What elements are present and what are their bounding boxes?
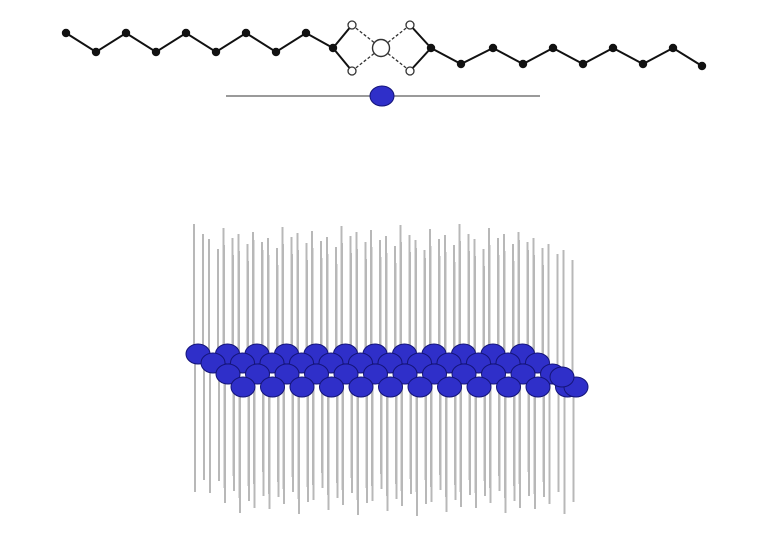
chain-atom-left-0 [61,28,71,38]
headgroup-atom [407,376,433,398]
oxygen-atom-1 [347,66,357,76]
headgroup-atom [245,363,270,385]
chain-atom-right-1 [456,59,466,69]
headgroup-atom [481,363,506,385]
chain-atom-left-7 [271,47,281,57]
headgroup-atom [378,376,403,398]
headgroup-atom [348,376,374,398]
headgroup-atom [392,363,418,385]
headgroup-atom [549,366,575,388]
chain-atom-right-3 [518,59,528,69]
headgroup-atom [274,363,300,385]
chain-atom-right-4 [548,43,558,53]
chain-atom-right-5 [578,59,588,69]
alkyl-chain-left-bonds [65,31,334,54]
metal-center-atom [371,38,391,58]
headgroup-atom [363,363,388,385]
chain-atom-right-9 [697,61,707,71]
oxygen-atom-0 [347,20,357,30]
headgroup-atom [289,376,315,398]
headgroup-atom [510,363,536,385]
oxygen-atom-2 [405,20,415,30]
chain-atom-right-8 [668,43,678,53]
chain-atom-left-8 [301,28,311,38]
hydrocarbon-tails [193,224,575,516]
chain-atom-left-6 [241,28,251,38]
simplified-headgroup [369,85,395,107]
carboxyl-bond [332,47,353,72]
headgroup-atom [230,376,256,398]
headgroup-atom [422,363,447,385]
carboxyl-bond [409,47,432,72]
headgroup-atom [525,376,551,398]
single-molecule-illustration [61,20,707,107]
headgroup-atom [319,376,344,398]
headgroup-atom [333,363,359,385]
headgroup-atom [451,363,477,385]
metal-headgroups [185,343,589,398]
alkyl-chain-right-bonds [430,46,703,67]
chain-atom-left-1 [91,47,101,57]
headgroup-atom [466,376,492,398]
headgroup-atom [496,376,521,398]
carboxyl-bond [332,24,353,49]
headgroup-atom [437,376,462,398]
oxygen-atom-3 [405,66,415,76]
headgroup-atom [304,363,329,385]
chain-atom-left-3 [151,47,161,57]
chain-atom-left-5 [211,47,221,57]
carboxyl-bond [409,24,432,49]
chain-atom-right-2 [488,43,498,53]
metal-soap-layer-illustration [185,224,589,516]
headgroup-atom [215,363,241,385]
chain-atom-right-7 [638,59,648,69]
chain-atom-left-4 [181,28,191,38]
headgroup-atom [260,376,285,398]
chain-atom-right-6 [608,43,618,53]
chain-atom-left-2 [121,28,131,38]
